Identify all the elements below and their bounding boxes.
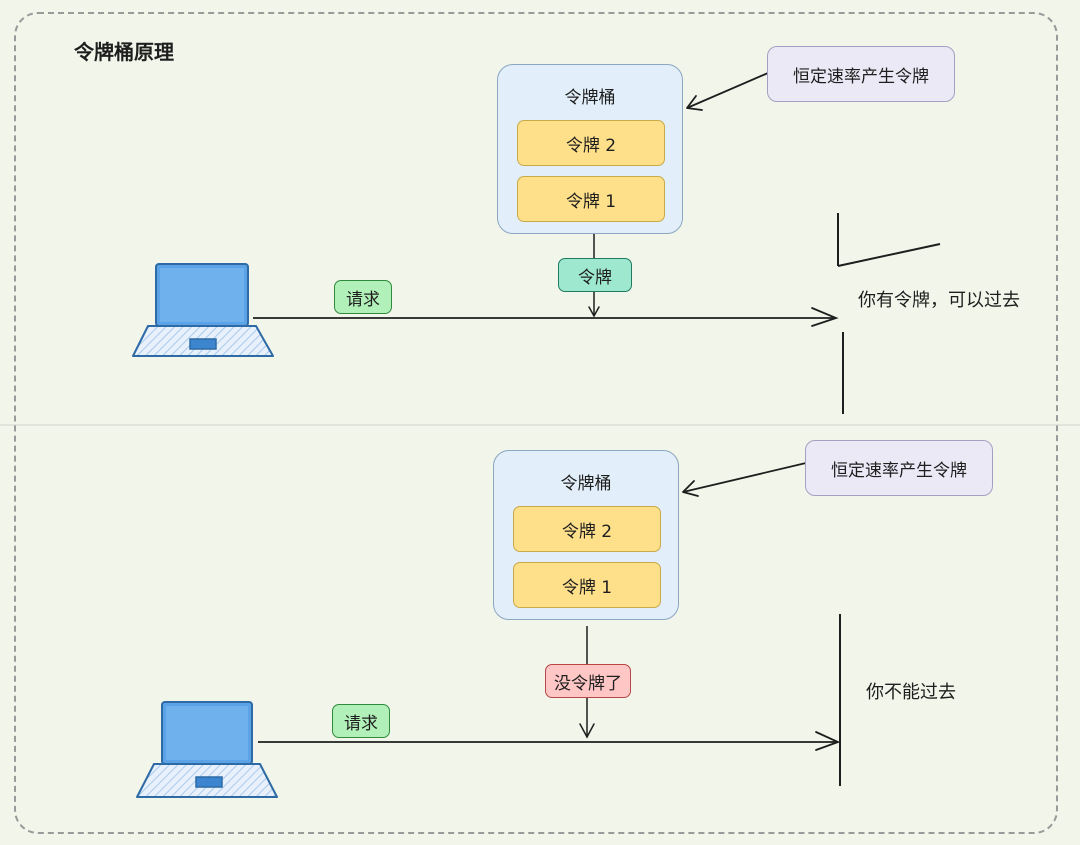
request-tag: 请求 bbox=[334, 280, 392, 314]
token-item: 令牌 2 bbox=[517, 120, 665, 166]
token-tag: 令牌 bbox=[558, 258, 632, 292]
token-item: 令牌 2 bbox=[513, 506, 661, 552]
no-token-tag: 没令牌了 bbox=[545, 664, 631, 698]
request-tag: 请求 bbox=[332, 704, 390, 738]
token-item: 令牌 1 bbox=[513, 562, 661, 608]
rate-note: 恒定速率产生令牌 bbox=[805, 440, 993, 496]
rate-arrow-line bbox=[686, 72, 769, 109]
rate-arrowhead bbox=[682, 480, 699, 497]
token-item: 令牌 1 bbox=[517, 176, 665, 222]
token-bucket: 令牌桶 令牌 2 令牌 1 bbox=[493, 450, 679, 620]
diagram-title: 令牌桶原理 bbox=[74, 40, 174, 64]
token-drop-arrowhead bbox=[588, 306, 600, 318]
request-arrowhead bbox=[811, 307, 839, 327]
laptop-icon bbox=[132, 263, 274, 357]
token-drop-arrowhead bbox=[579, 723, 595, 739]
result-label: 你有令牌，可以过去 bbox=[858, 290, 1020, 311]
request-arrowhead bbox=[815, 731, 841, 751]
open-gate-icon bbox=[837, 213, 941, 414]
bucket-title: 令牌桶 bbox=[560, 474, 612, 494]
rate-arrowhead bbox=[686, 95, 703, 111]
result-label: 你不能过去 bbox=[866, 682, 956, 703]
bucket-title: 令牌桶 bbox=[564, 88, 616, 108]
rate-note: 恒定速率产生令牌 bbox=[767, 46, 955, 102]
token-bucket: 令牌桶 令牌 2 令牌 1 bbox=[497, 64, 683, 234]
dashed-frame bbox=[14, 12, 1058, 834]
laptop-icon bbox=[136, 701, 278, 798]
rate-arrow-line bbox=[682, 462, 807, 493]
